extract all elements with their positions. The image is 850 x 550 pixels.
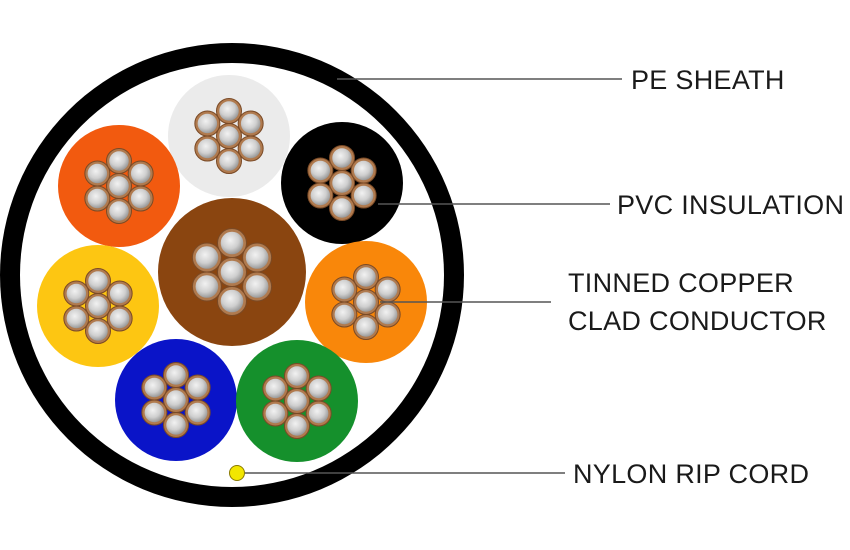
strand-blue-4 — [141, 374, 168, 401]
strand-blue-1 — [184, 399, 211, 426]
strand-yellow-4 — [63, 280, 90, 307]
tinned-copper-strands — [63, 98, 401, 439]
strand-yellow-6 — [106, 280, 133, 307]
strand-blue-0 — [163, 387, 189, 413]
strand-orange-6 — [374, 276, 401, 303]
strand-orange_red-2 — [106, 198, 132, 224]
nylon-rip-cord — [229, 465, 245, 481]
strand-white-4 — [194, 110, 221, 137]
strand-orange-1 — [374, 301, 401, 328]
strand-green-5 — [284, 363, 310, 389]
strand-orange-5 — [353, 264, 379, 290]
strand-brown-6 — [242, 242, 273, 273]
strand-white-5 — [216, 98, 242, 124]
strand-yellow-0 — [85, 293, 111, 319]
label-tinned-copper-line1: TINNED COPPER — [568, 268, 794, 298]
strand-black-5 — [329, 145, 355, 171]
strand-orange_red-0 — [106, 173, 132, 199]
label-tinned-copper-line2: CLAD CONDUCTOR — [568, 306, 827, 336]
strand-white-3 — [194, 135, 221, 162]
strand-green-0 — [284, 388, 310, 414]
strand-blue-6 — [184, 374, 211, 401]
strand-white-2 — [216, 148, 242, 174]
strand-brown-1 — [242, 271, 273, 302]
strand-orange_red-5 — [106, 148, 132, 174]
strand-white-1 — [237, 135, 264, 162]
strand-black-4 — [307, 157, 334, 184]
strand-black-1 — [350, 182, 377, 209]
strand-orange_red-1 — [127, 185, 154, 212]
strand-blue-5 — [163, 362, 189, 388]
strand-brown-0 — [217, 257, 247, 287]
strand-green-2 — [284, 413, 310, 439]
strand-orange_red-6 — [127, 160, 154, 187]
strand-orange-3 — [331, 301, 358, 328]
strand-black-2 — [329, 195, 355, 221]
strand-blue-2 — [163, 412, 189, 438]
strand-orange-4 — [331, 276, 358, 303]
label-nylon-rip-cord: NYLON RIP CORD — [573, 459, 809, 489]
strand-yellow-5 — [85, 268, 111, 294]
label-pe-sheath: PE SHEATH — [631, 65, 785, 95]
strand-green-4 — [262, 375, 289, 402]
strand-blue-3 — [141, 399, 168, 426]
strand-brown-4 — [191, 242, 222, 273]
strand-orange-0 — [353, 289, 379, 315]
strand-white-6 — [237, 110, 264, 137]
strand-green-1 — [305, 400, 332, 427]
strand-brown-5 — [217, 228, 247, 258]
strand-black-6 — [350, 157, 377, 184]
strand-orange-2 — [353, 314, 379, 340]
strand-white-0 — [216, 123, 242, 149]
strand-brown-3 — [191, 271, 222, 302]
strand-black-3 — [307, 182, 334, 209]
strand-black-0 — [329, 170, 355, 196]
strand-orange_red-4 — [84, 160, 111, 187]
strand-orange_red-3 — [84, 185, 111, 212]
strand-green-3 — [262, 400, 289, 427]
strand-yellow-3 — [63, 305, 90, 332]
strand-yellow-2 — [85, 318, 111, 344]
label-pvc-insulation: PVC INSULATION — [617, 190, 844, 220]
strand-green-6 — [305, 375, 332, 402]
strand-yellow-1 — [106, 305, 133, 332]
strand-brown-2 — [217, 286, 247, 316]
